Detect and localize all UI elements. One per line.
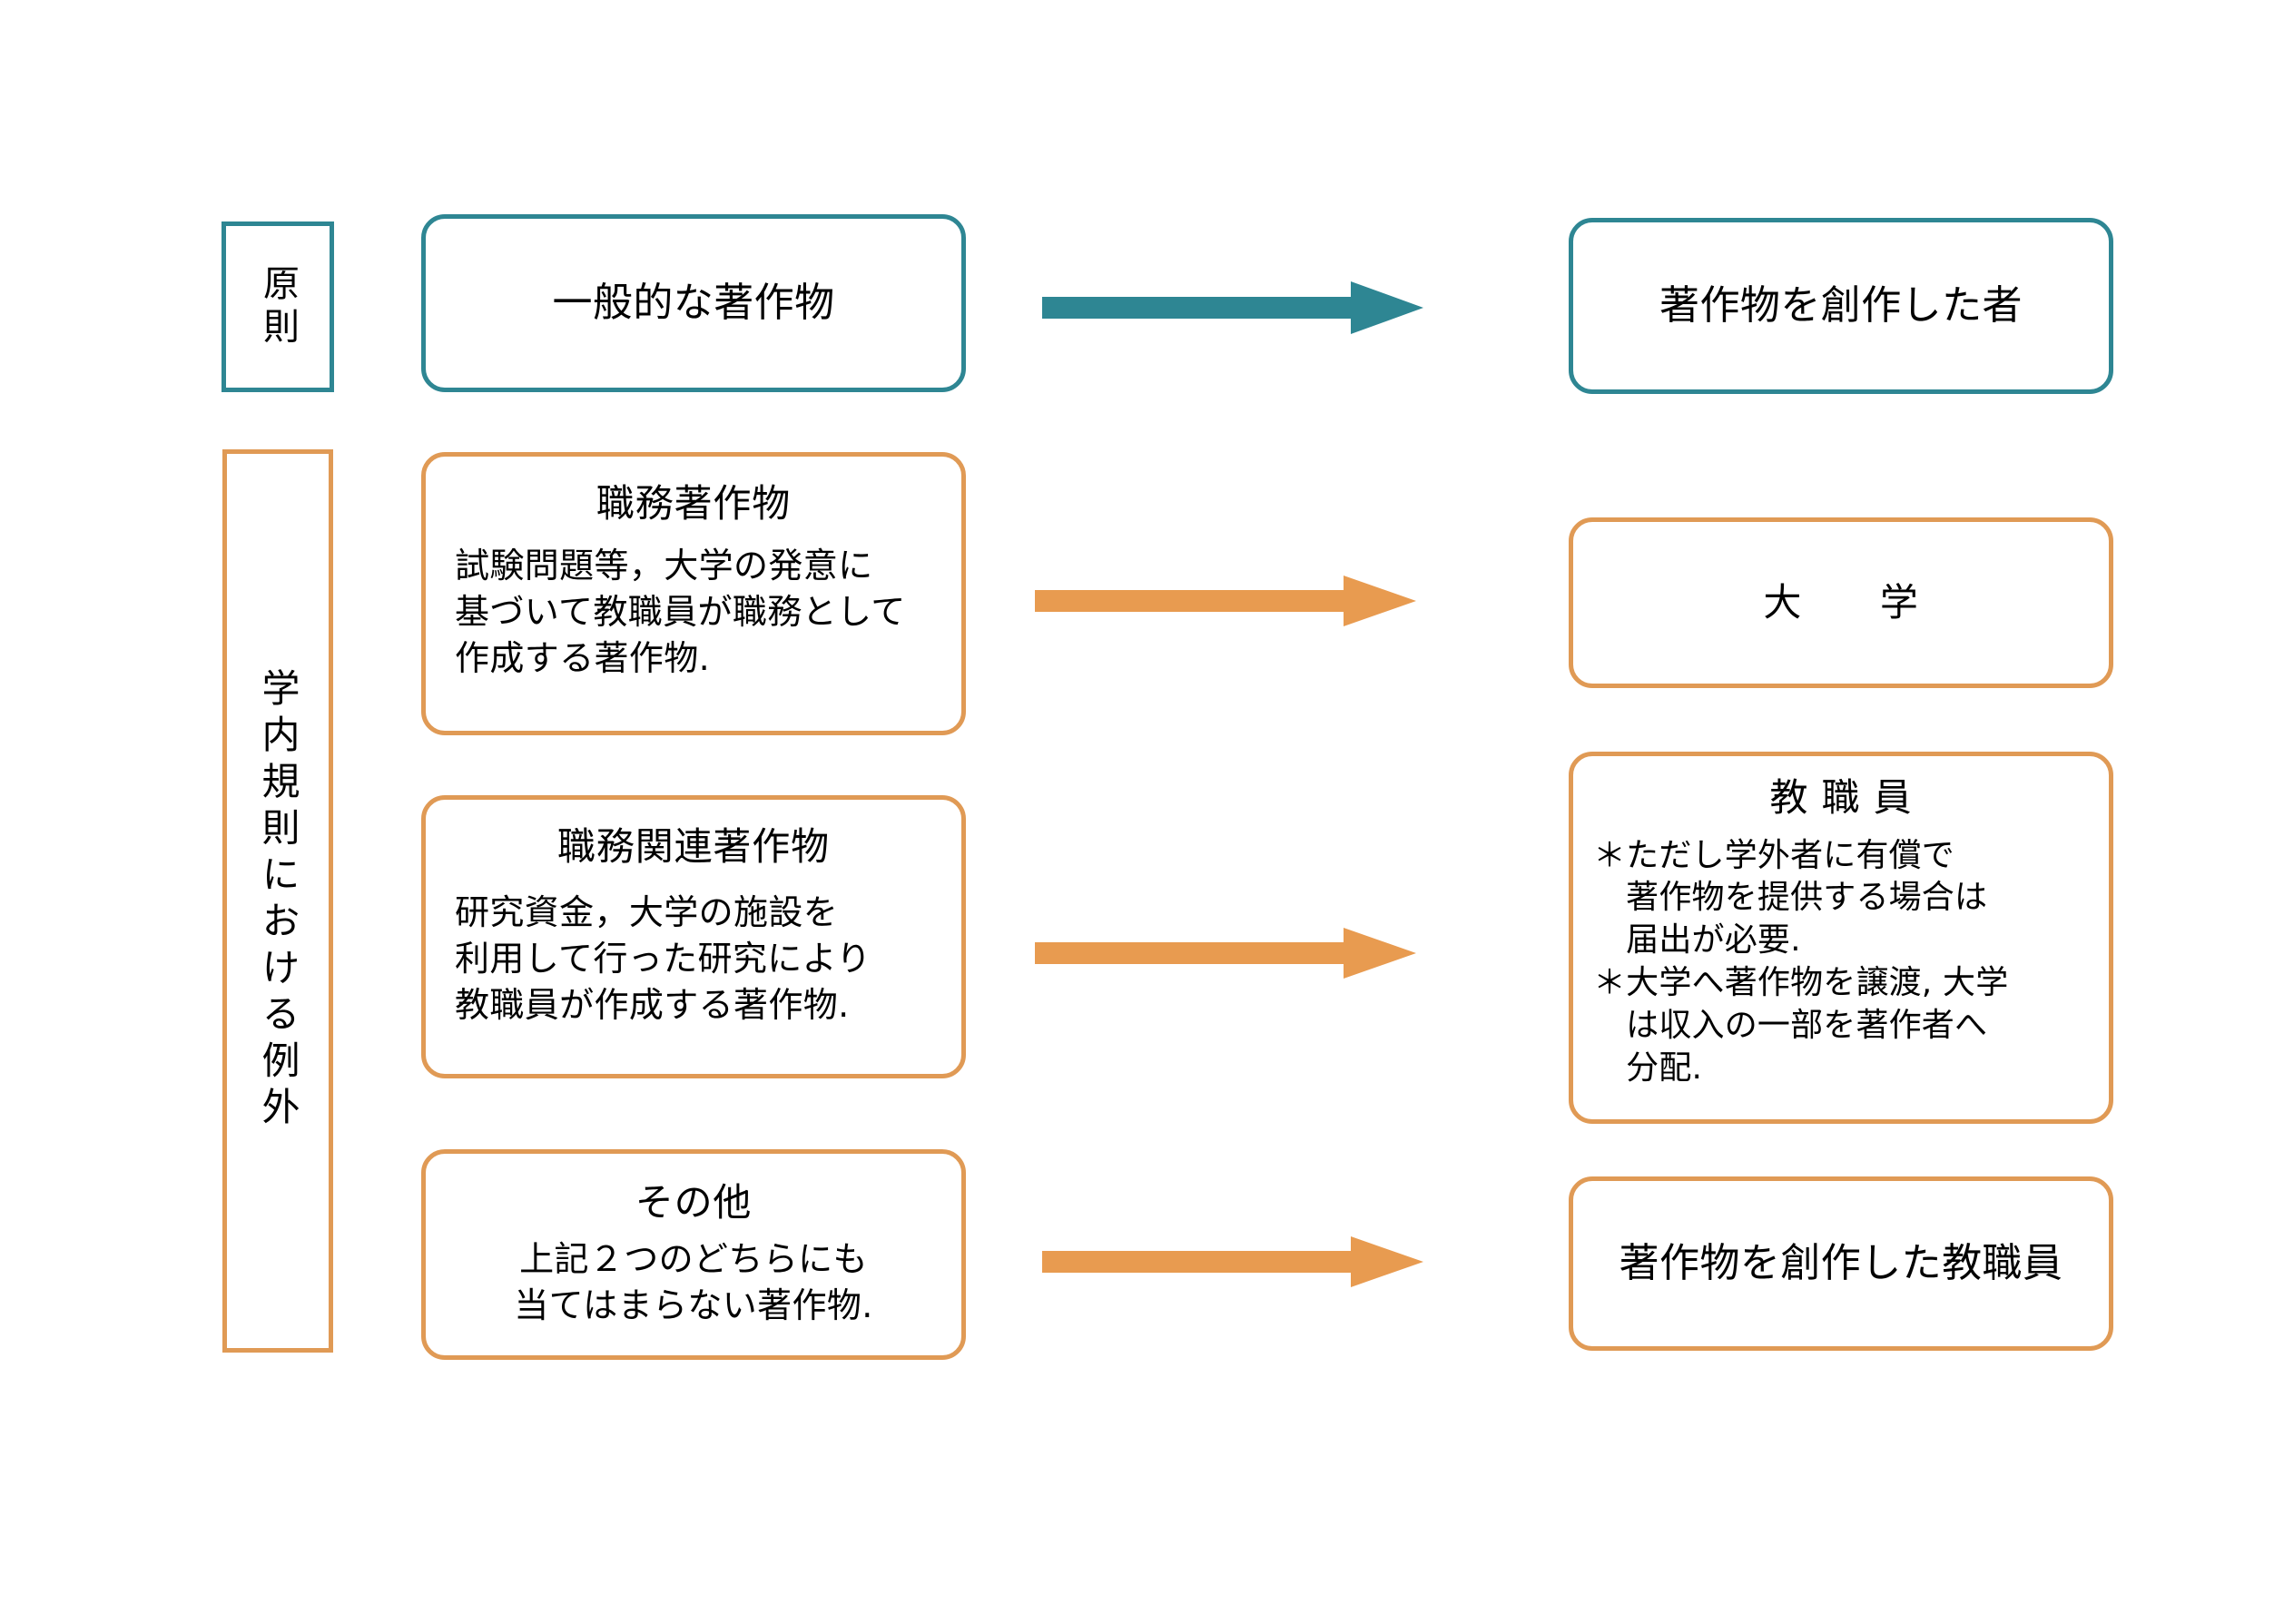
arrow-right-other xyxy=(1042,1236,1423,1287)
owner-box-other: 著作物を創作した教職員 xyxy=(1569,1176,2113,1351)
category-label-principle-text: 原則 xyxy=(257,263,299,350)
owner-box-work-for-hire: 大 学 xyxy=(1569,517,2113,688)
source-box-other-title: その他 xyxy=(635,1180,753,1225)
source-box-general-work: 一般的な著作物 xyxy=(421,214,966,392)
source-box-work-related-body: 研究資金，大学の施設を 利用して行った研究により 教職員が作成する著作物. xyxy=(455,891,871,1026)
arrow-right-general-work xyxy=(1042,281,1423,334)
category-label-principle: 原則 xyxy=(222,221,334,392)
source-box-work-related-title: 職務関連著作物 xyxy=(557,824,830,869)
category-label-exception: 学内規則における例外 xyxy=(222,449,333,1353)
owner-box-other-title: 著作物を創作した教職員 xyxy=(1619,1240,2063,1287)
arrow-right-work-for-hire xyxy=(1035,576,1416,626)
arrow-right-work-related xyxy=(1035,928,1416,979)
source-box-work-for-hire: 職務著作物 試験問題等，大学の発意に 基づいて教職員が職務として 作成する著作物… xyxy=(421,452,966,735)
source-box-other-body: 上記２つのどちらにも 当てはまらない著作物. xyxy=(514,1238,873,1325)
owner-box-work-related-title: 教 職 員 xyxy=(1769,775,1913,820)
source-box-other: その他 上記２つのどちらにも 当てはまらない著作物. xyxy=(421,1149,966,1360)
owner-box-general-work: 著作物を創作した者 xyxy=(1569,218,2113,394)
owner-box-work-for-hire-title: 大 学 xyxy=(1763,579,1919,625)
category-label-exception-text: 学内規則における例外 xyxy=(256,668,300,1134)
source-box-work-for-hire-title: 職務著作物 xyxy=(596,481,792,526)
source-box-work-for-hire-body: 試験問題等，大学の発意に 基づいて教職員が職務として 作成する著作物. xyxy=(455,545,906,679)
owner-box-general-work-title: 著作物を創作した者 xyxy=(1659,282,2023,330)
owner-box-work-related-note-2: ＊大学へ著作物を譲渡, 大学 は収入の一部を著作者へ 分配. xyxy=(1593,964,2009,1087)
source-box-general-work-title: 一般的な著作物 xyxy=(552,280,835,327)
owner-box-work-related: 教 職 員 ＊ただし学外者に有償で 著作物を提供する場合は 届出が必要. ＊大学… xyxy=(1569,752,2113,1124)
source-box-work-related: 職務関連著作物 研究資金，大学の施設を 利用して行った研究により 教職員が作成す… xyxy=(421,795,966,1078)
owner-box-work-related-note-1: ＊ただし学外者に有償で 著作物を提供する場合は 届出が必要. xyxy=(1593,836,1988,960)
